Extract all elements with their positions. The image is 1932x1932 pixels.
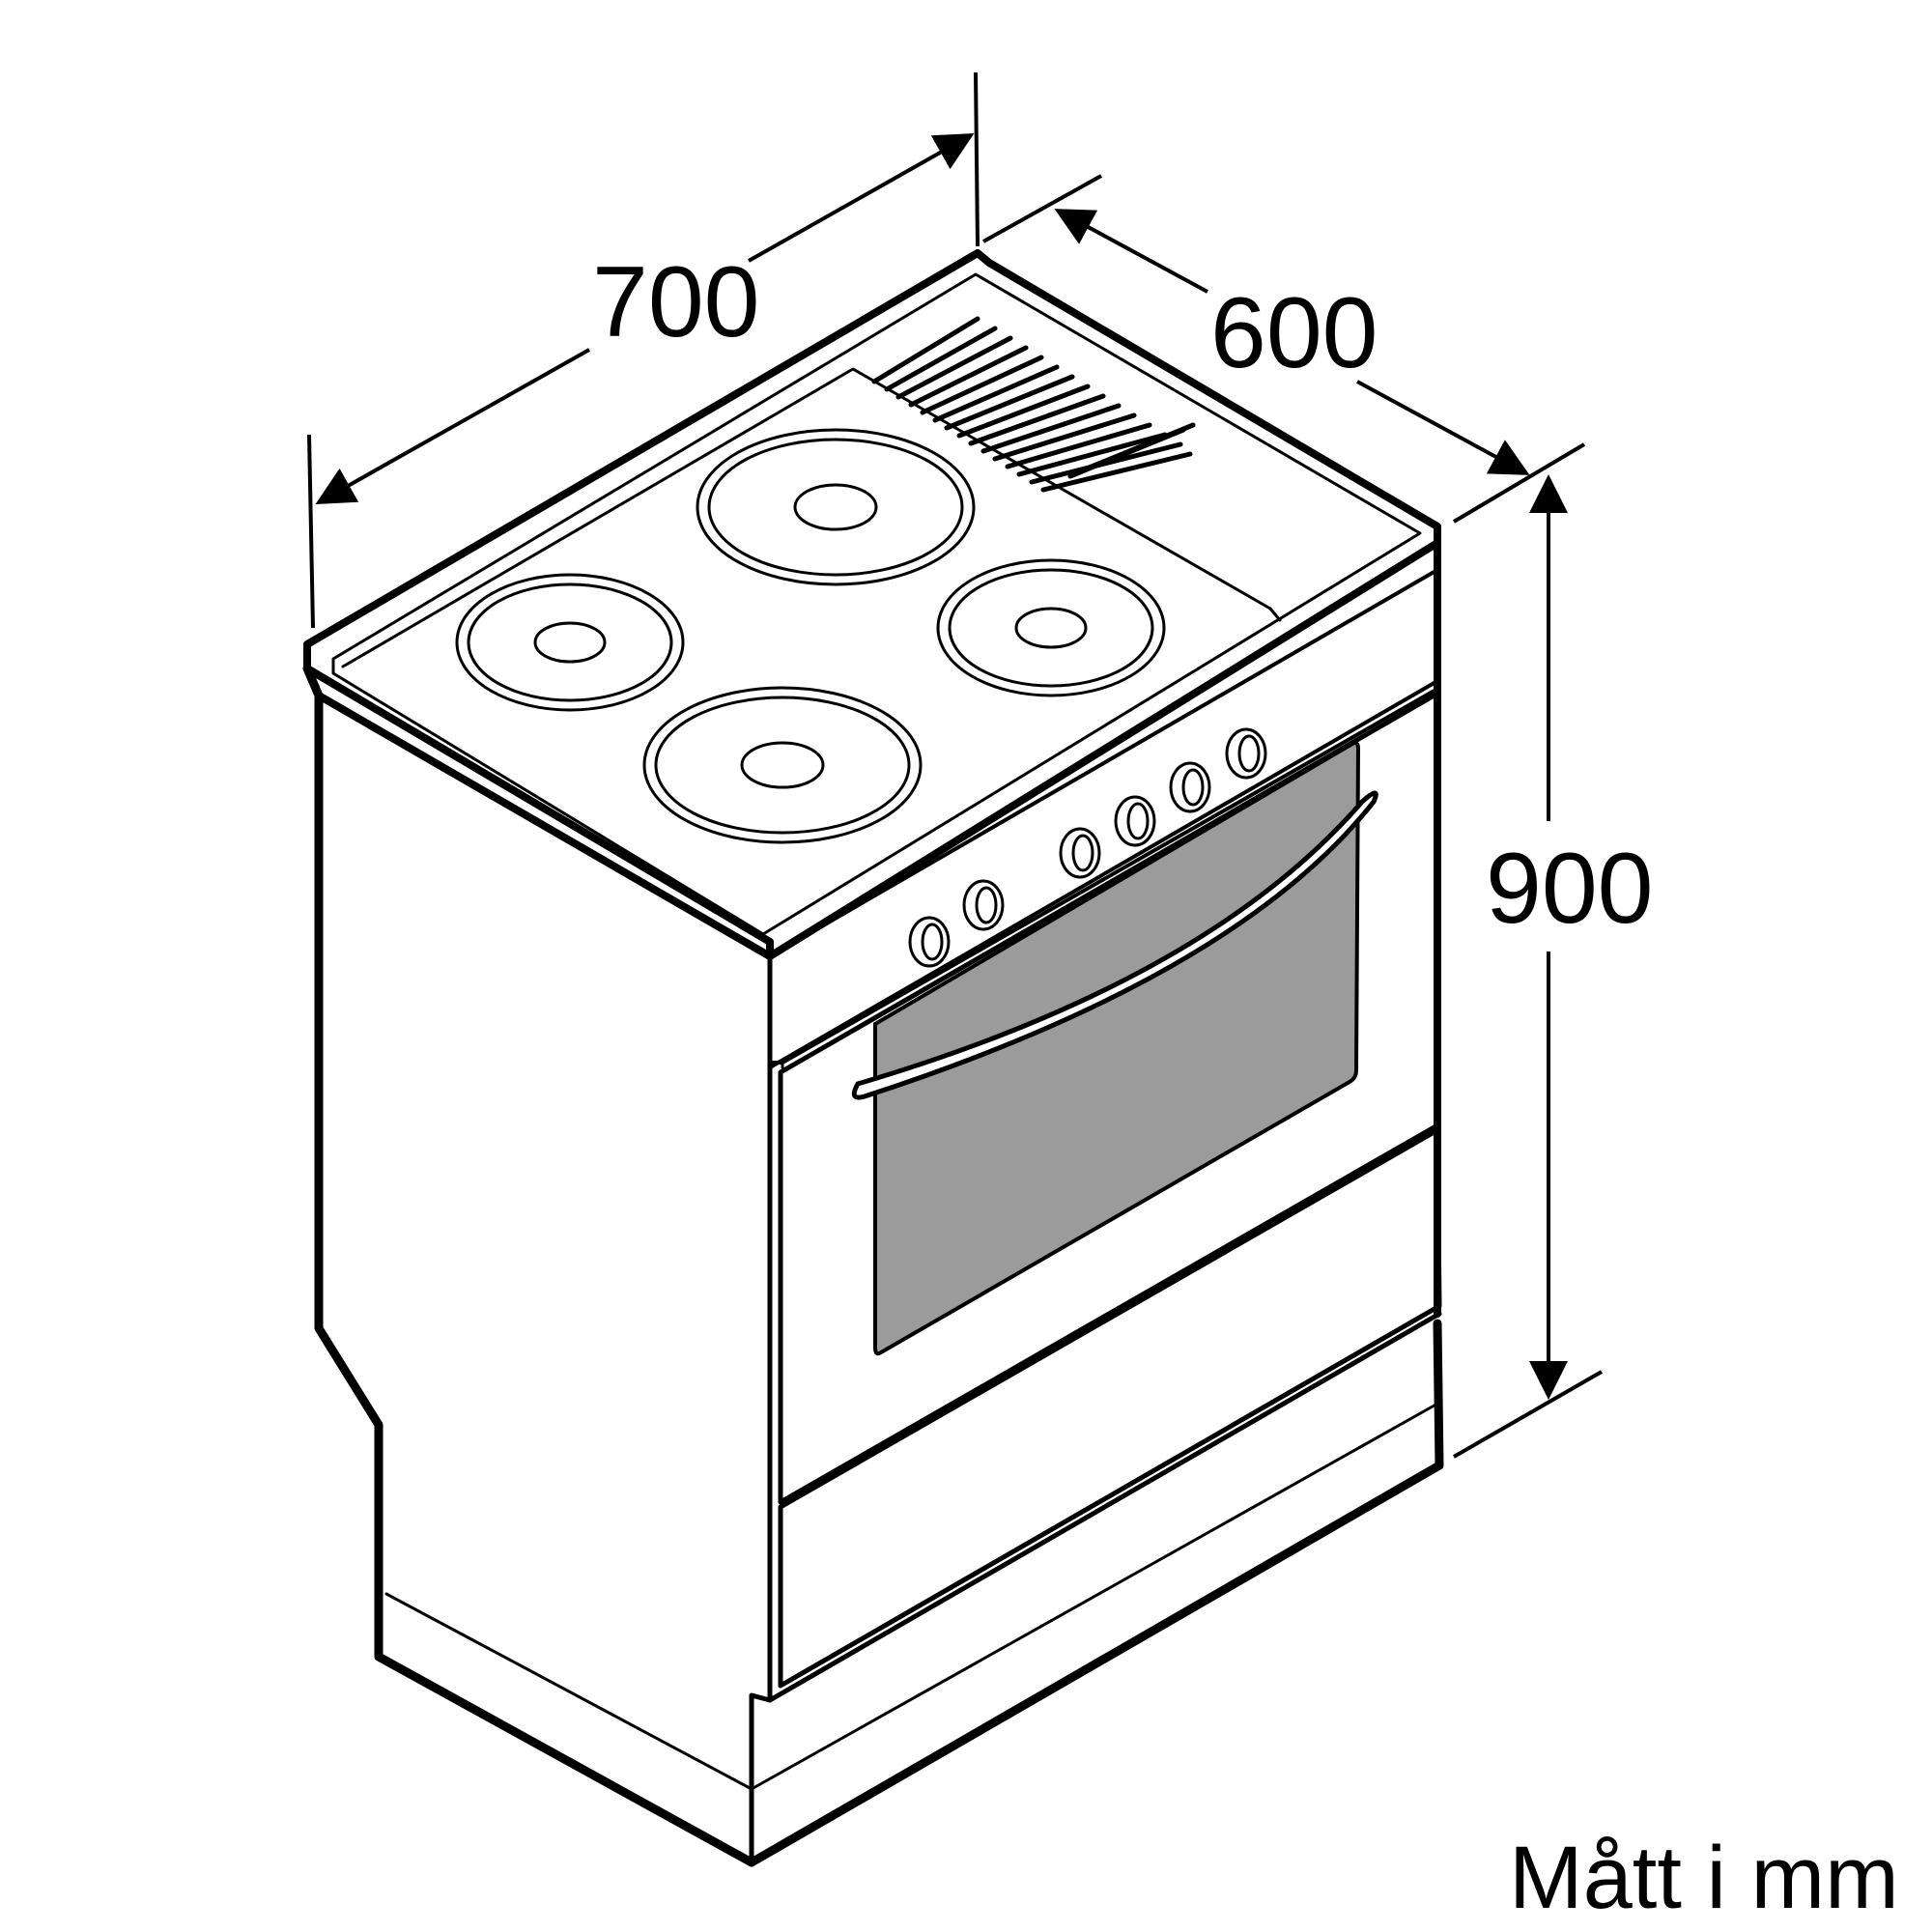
control-knobs xyxy=(908,727,1267,968)
cooktop-inner-frame xyxy=(331,272,1422,936)
cooker-body xyxy=(302,249,1444,1867)
burner-rear-right[interactable] xyxy=(696,428,976,586)
control-knob-5[interactable] xyxy=(1169,761,1211,813)
control-knob-6[interactable] xyxy=(1225,727,1267,780)
oven-window xyxy=(873,741,1361,1356)
dimension-width xyxy=(307,71,980,629)
burner-rear-left[interactable] xyxy=(455,573,685,712)
oven-handle[interactable] xyxy=(851,790,1378,1100)
depth-label: 600 xyxy=(1210,277,1378,389)
oven-door xyxy=(778,691,1440,1505)
control-knob-2[interactable] xyxy=(962,879,1005,931)
dimension-depth xyxy=(982,174,1586,524)
burner-front-right[interactable] xyxy=(936,558,1166,697)
cooker-left-side xyxy=(302,664,756,1867)
units-label: Mått i mm xyxy=(1509,1829,1899,1927)
height-label: 900 xyxy=(1486,833,1654,945)
control-knob-3[interactable] xyxy=(1059,827,1101,879)
control-knob-1[interactable] xyxy=(908,916,951,968)
burner-front-left[interactable] xyxy=(642,686,923,844)
control-knob-4[interactable] xyxy=(1114,795,1156,847)
width-label: 700 xyxy=(592,246,760,358)
storage-drawer xyxy=(778,1127,1442,1689)
dimension-height xyxy=(1453,474,1603,1459)
cooker-base-edge xyxy=(747,1319,1444,1867)
hob-vent xyxy=(871,316,1196,493)
